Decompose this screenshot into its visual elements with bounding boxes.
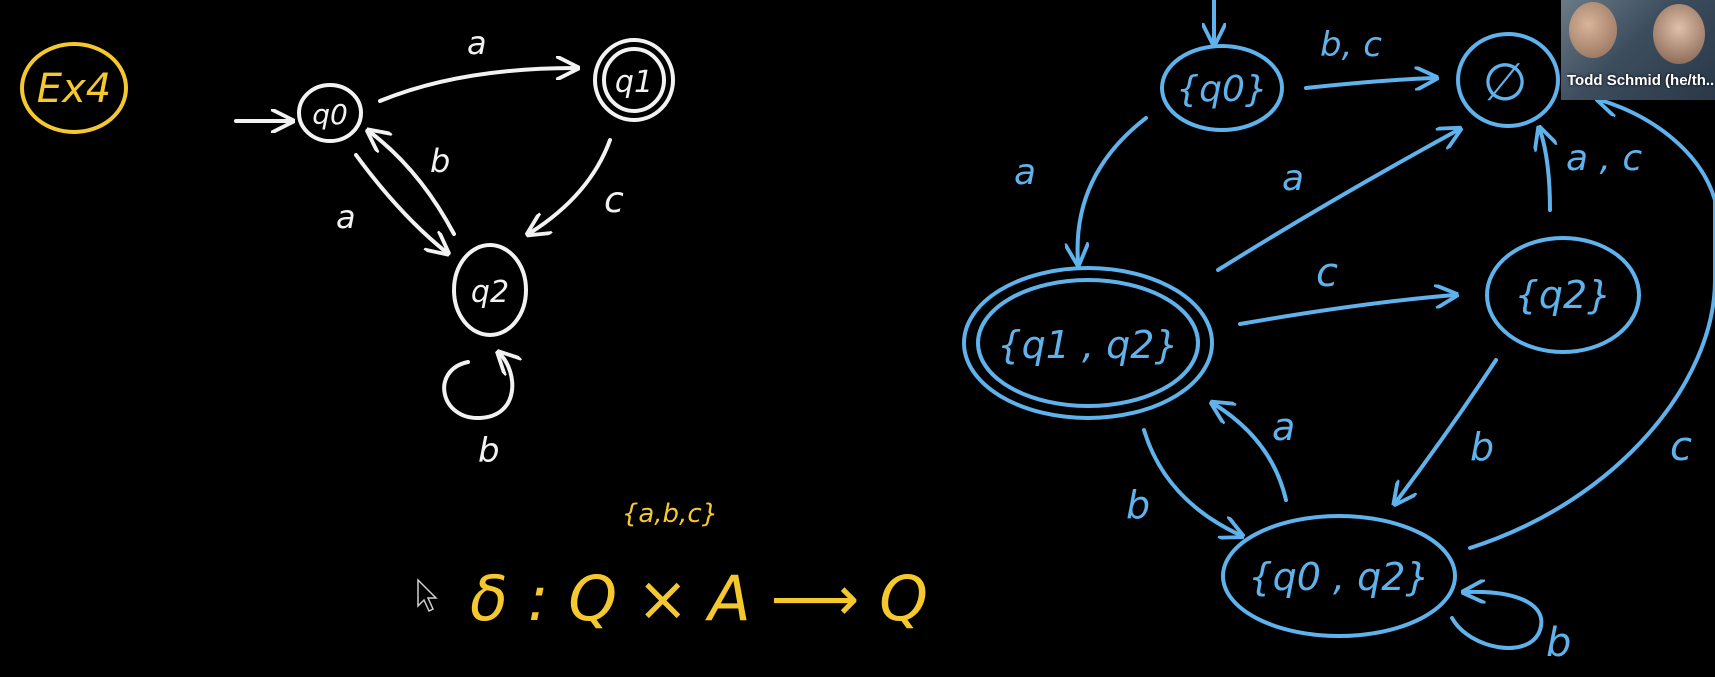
edge-q2-q0 — [370, 132, 456, 236]
nfa-diagram: q0 q1 q2 a a b c b — [234, 24, 675, 471]
dfa-state-q0q2: {q0 , q2} — [1221, 514, 1457, 638]
state-q0: q0 — [297, 83, 363, 143]
example-label-text: Ex4 — [37, 66, 111, 112]
dfa-edge-q0q2-empty-label: c — [1670, 424, 1692, 470]
dfa-edge-q1q2-q2 — [1238, 295, 1454, 326]
transition-formula: {a,b,c} δ : Q × A ⟶ Q — [470, 499, 928, 635]
dfa-edge-q0q2-empty — [1468, 100, 1715, 550]
delta-signature: δ : Q × A ⟶ Q — [470, 562, 928, 635]
dfa-edge-q0q2-q1q2-label: a — [1272, 405, 1295, 449]
dfa-edge-q1q2-q0q2-label: b — [1126, 483, 1150, 527]
dfa-edge-q0q2-q1q2 — [1214, 404, 1288, 502]
edge-q2-loop — [442, 354, 512, 421]
edge-q0-q2 — [354, 153, 446, 252]
dfa-edge-q0-q1q2 — [1078, 116, 1148, 262]
dfa-edge-q2-empty — [1540, 130, 1550, 212]
svg-text:{q0}: {q0} — [1176, 69, 1268, 110]
dfa-edge-q2-q0q2 — [1396, 358, 1498, 502]
edge-q0-q1 — [378, 68, 575, 103]
example-label-outline — [20, 42, 128, 134]
participant-video-tile[interactable]: Todd Schmid (he/th... — [1561, 0, 1715, 100]
svg-text:∅: ∅ — [1482, 53, 1527, 113]
participant-second-face-image — [1653, 4, 1705, 64]
edge-q1-q2 — [530, 138, 612, 233]
edge-q0-q1-label: a — [467, 24, 487, 62]
dfa-edge-q0-empty — [1304, 78, 1434, 88]
state-q1: q1 — [593, 38, 675, 122]
dfa-diagram: {q0} ∅ {q1 , q2} {q2} {q0 , q2} b, c a a… — [962, 0, 1715, 666]
edge-q1-q2-label: c — [604, 180, 624, 221]
svg-text:q2: q2 — [471, 275, 509, 310]
dfa-state-empty: ∅ — [1456, 32, 1560, 128]
dfa-edge-q1q2-empty — [1216, 130, 1458, 272]
dfa-state-q1q2: {q1 , q2} — [962, 266, 1214, 420]
dfa-state-q2: {q2} — [1485, 236, 1641, 354]
svg-text:q0: q0 — [312, 98, 348, 131]
participant-face-image — [1569, 2, 1617, 58]
svg-text:q1: q1 — [615, 65, 653, 100]
svg-text:{q0 , q2}: {q0 , q2} — [1248, 555, 1429, 599]
svg-text:{q2}: {q2} — [1515, 273, 1612, 317]
dfa-state-q0: {q0} — [1160, 44, 1284, 132]
dfa-edge-q1q2-q2-label: c — [1316, 250, 1338, 296]
dfa-edge-q0-empty-label: b, c — [1320, 25, 1382, 65]
example-label: Ex4 — [20, 42, 128, 134]
edge-q2-q0-label: b — [430, 142, 450, 180]
dfa-edge-q0-q1q2-label: a — [1014, 152, 1036, 193]
alphabet-set: {a,b,c} — [622, 499, 718, 529]
participant-name-label: Todd Schmid (he/th... — [1567, 72, 1715, 89]
dfa-edge-q1q2-q0q2 — [1142, 428, 1240, 535]
dfa-edge-q1q2-empty-label: a — [1282, 158, 1304, 199]
svg-text:{q1 , q2}: {q1 , q2} — [997, 323, 1178, 367]
dfa-edge-q2-q0q2-label: b — [1470, 425, 1494, 469]
edge-q2-loop-label: b — [478, 431, 500, 471]
edge-q0-q2-label: a — [336, 198, 356, 236]
dfa-edge-q0q2-loop-label: b — [1546, 620, 1571, 666]
dfa-edge-q0q2-loop — [1450, 592, 1544, 650]
state-q2: q2 — [452, 243, 528, 337]
mouse-cursor-icon — [417, 578, 438, 613]
dfa-edge-q2-empty-label: a , c — [1566, 138, 1642, 179]
